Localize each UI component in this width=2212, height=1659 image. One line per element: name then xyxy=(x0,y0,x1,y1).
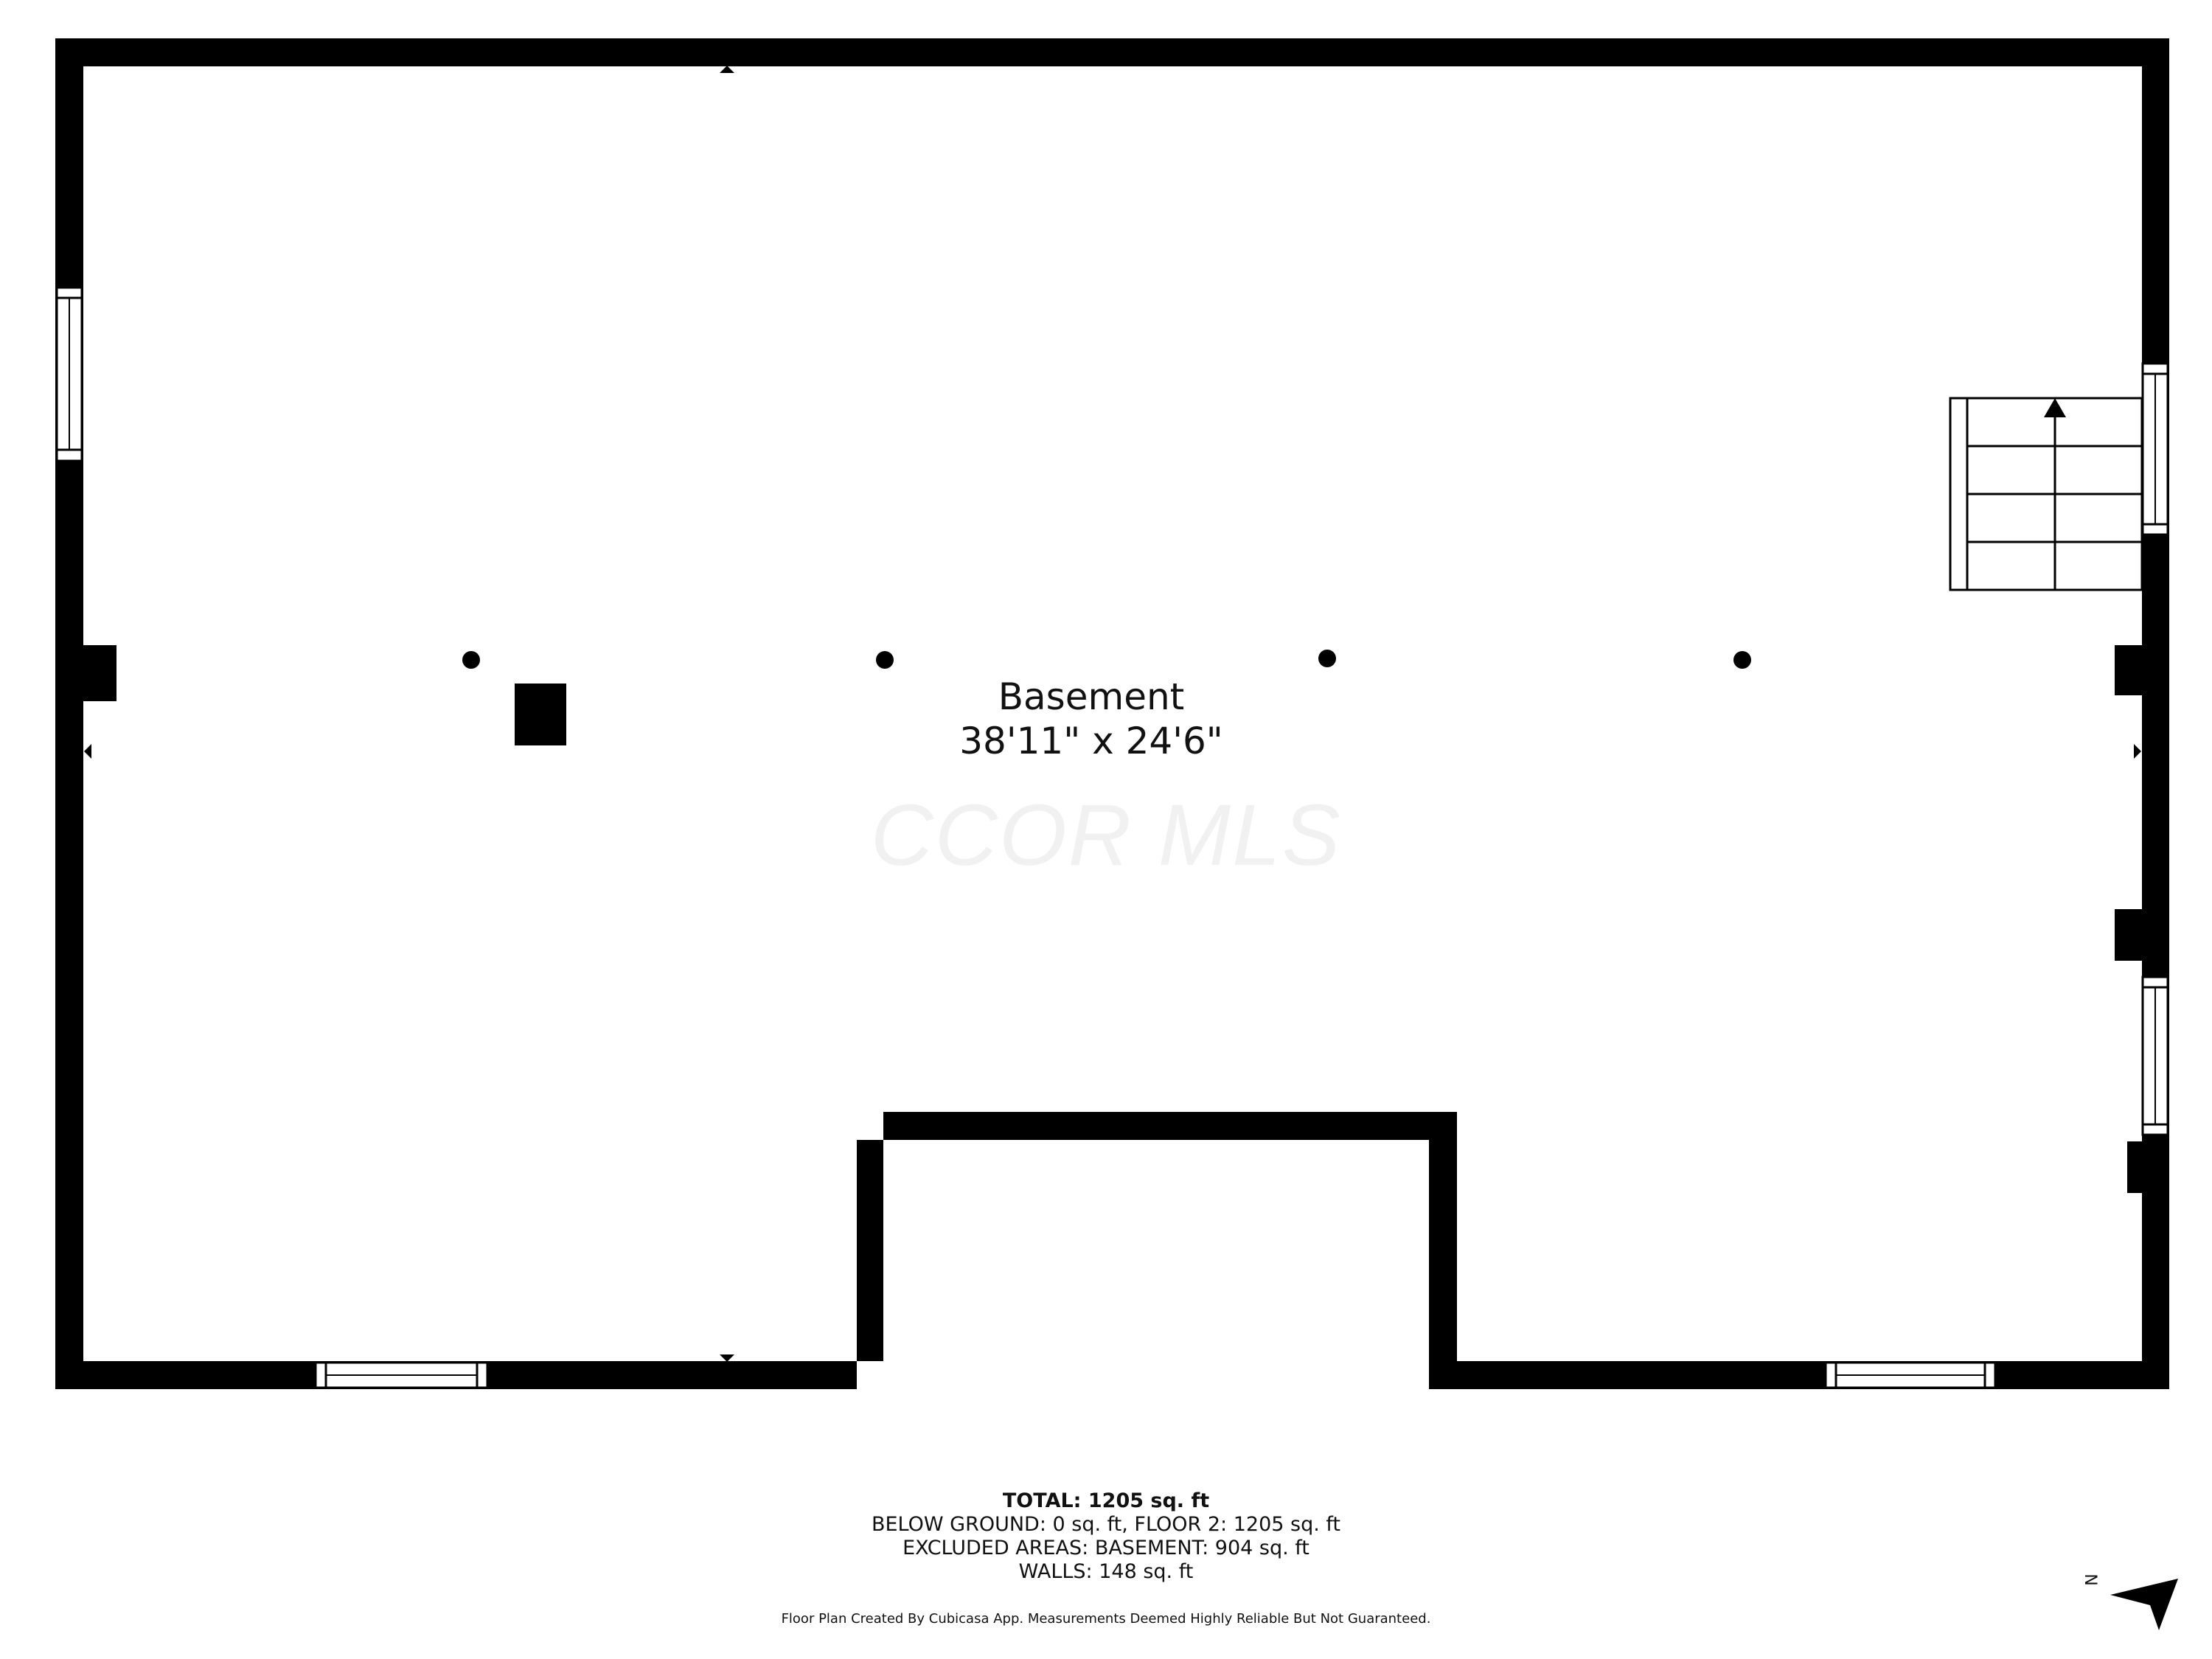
room-dimensions: 38'11" x 24'6" xyxy=(959,720,1223,762)
exterior-walls xyxy=(55,38,2169,1389)
window-right-lower xyxy=(2141,975,2169,1136)
total-area: TOTAL: 1205 sq. ft xyxy=(1002,1489,1210,1512)
staircase xyxy=(1949,397,2143,591)
wall-bump-left xyxy=(80,645,116,701)
stair-direction-arrow-icon xyxy=(2044,398,2066,417)
north-arrow-icon xyxy=(2110,1579,2178,1630)
support-column xyxy=(1318,650,1336,667)
dimension-marker xyxy=(720,66,734,73)
window-bottom-right xyxy=(1824,1361,1997,1389)
wall-bump-right-3 xyxy=(2127,1141,2146,1193)
wall-bump-right-1 xyxy=(2115,645,2144,695)
dimension-marker xyxy=(720,1354,734,1362)
area-breakdown-line-2: EXCLUDED AREAS: BASEMENT: 904 sq. ft xyxy=(902,1537,1310,1559)
watermark: CCOR MLS xyxy=(870,787,1342,884)
area-breakdown-line-1: BELOW GROUND: 0 sq. ft, FLOOR 2: 1205 sq… xyxy=(871,1513,1341,1536)
support-column xyxy=(462,651,480,669)
room-label: Basement 38'11" x 24'6" xyxy=(863,675,1320,763)
window-bottom-left xyxy=(314,1361,489,1389)
support-column xyxy=(1733,651,1751,669)
support-column xyxy=(876,651,894,669)
window-right-upper xyxy=(2141,362,2169,536)
wall-bump-right-2 xyxy=(2115,909,2144,961)
dimension-marker xyxy=(2134,744,2141,759)
credit-note: Floor Plan Created By Cubicasa App. Meas… xyxy=(781,1611,1431,1627)
area-summary: TOTAL: 1205 sq. ft BELOW GROUND: 0 sq. f… xyxy=(737,1489,1475,1584)
window-left xyxy=(55,286,83,462)
area-breakdown-line-3: WALLS: 148 sq. ft xyxy=(1018,1560,1194,1583)
dimension-marker xyxy=(84,744,91,759)
chimney-block xyxy=(515,684,566,745)
room-name: Basement xyxy=(998,675,1185,718)
